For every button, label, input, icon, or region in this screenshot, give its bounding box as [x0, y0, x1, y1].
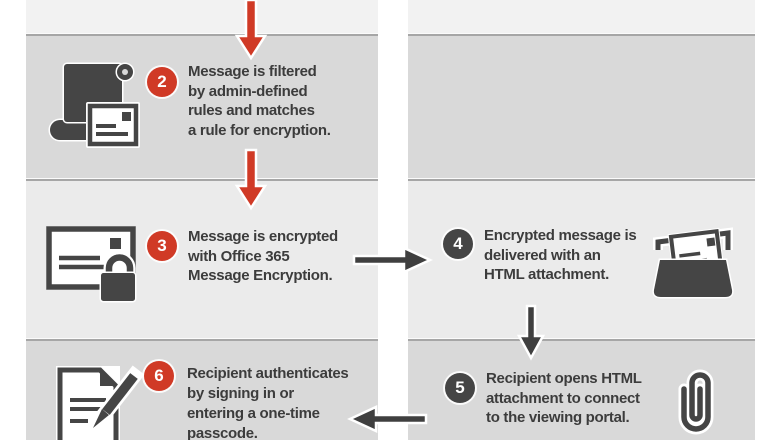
band-row — [408, 0, 755, 33]
document-pen-icon — [52, 365, 145, 440]
step-description: Message is filtered by admin-defined rul… — [188, 62, 331, 140]
left-column — [26, 0, 378, 440]
text-line: Encrypted message is — [484, 227, 637, 244]
black-right-arrow — [352, 245, 433, 275]
text-line: delivered with an — [484, 246, 601, 264]
band-divider — [26, 338, 378, 341]
text-line: by admin-defined — [188, 82, 308, 100]
step-number-badge: 6 — [144, 361, 174, 391]
text-line: passcode. — [187, 425, 258, 440]
text-line: Message Encryption. — [188, 267, 333, 284]
step-number: 2 — [157, 72, 167, 91]
red-down-arrow-mid — [233, 148, 269, 211]
step-number: 6 — [154, 366, 164, 385]
band-divider — [26, 33, 378, 36]
text-line: Recipient authenticates — [187, 365, 349, 382]
text-line: rules and matches — [188, 102, 315, 119]
text-line: by signing in or — [187, 385, 294, 402]
black-left-arrow — [347, 404, 428, 434]
text-line: to the viewing portal. — [486, 409, 630, 426]
text-line: Recipient opens HTML — [486, 370, 642, 387]
step-number-badge: 4 — [443, 229, 473, 259]
envelope-lock-icon — [46, 226, 138, 304]
band-divider — [408, 178, 755, 181]
step-description: Recipient opens HTML attachment to conne… — [486, 369, 642, 428]
text-line: Message is encrypted — [188, 228, 338, 245]
step-number-badge: 5 — [445, 373, 475, 403]
step-description: Recipient authenticates by signing in or… — [187, 364, 349, 440]
band-row — [408, 36, 755, 178]
band-divider — [408, 33, 755, 36]
text-line: attachment to connect — [486, 389, 640, 407]
step-description: Encrypted message is delivered with an H… — [484, 226, 637, 285]
step-description: Message is encrypted with Office 365 Mes… — [188, 227, 338, 286]
step-number-badge: 2 — [147, 67, 177, 97]
black-down-arrow — [516, 304, 546, 361]
band-row — [26, 0, 378, 33]
text-line: with Office 365 — [188, 247, 290, 265]
step-number: 5 — [455, 378, 465, 397]
mail-tray-icon — [650, 220, 736, 300]
right-column — [408, 0, 755, 440]
band-divider — [408, 338, 755, 341]
text-line: a rule for encryption. — [188, 121, 331, 139]
paperclip-icon — [676, 369, 716, 440]
step-number: 3 — [157, 236, 167, 255]
red-down-arrow-top — [233, 0, 269, 61]
text-line: HTML attachment. — [484, 266, 609, 283]
step-number: 4 — [453, 234, 463, 253]
scroll-mail-icon — [42, 56, 140, 148]
text-line: Message is filtered — [188, 63, 317, 80]
step-number-badge: 3 — [147, 231, 177, 261]
text-line: entering a one-time — [187, 405, 320, 422]
band-divider — [26, 178, 378, 181]
